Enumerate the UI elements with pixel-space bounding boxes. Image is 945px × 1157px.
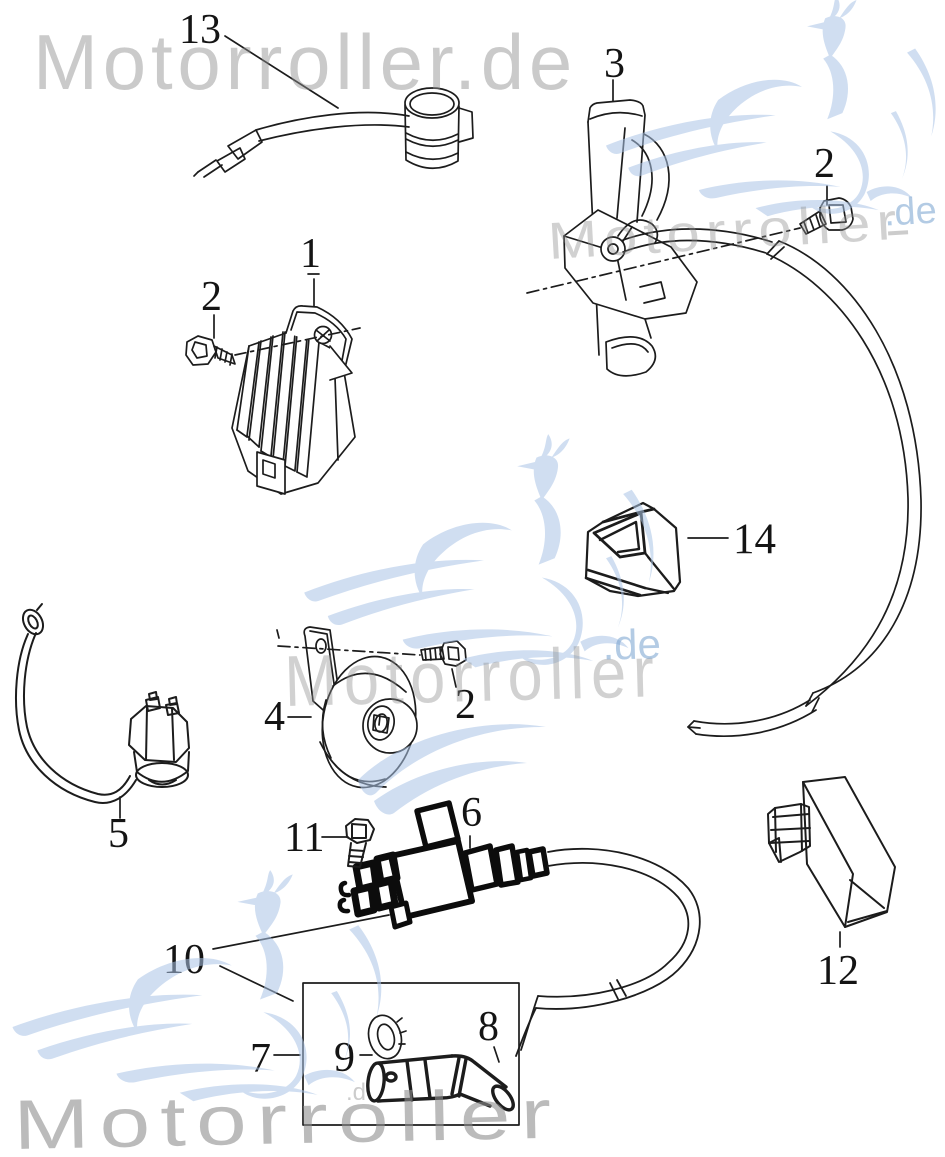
svg-text:Motorroller.de: Motorroller.de	[33, 18, 577, 106]
svg-text:7: 7	[250, 1036, 271, 1082]
svg-text:Motorroller: Motorroller	[546, 191, 904, 270]
svg-text:.d: .d	[346, 1079, 366, 1106]
svg-text:4: 4	[264, 694, 285, 740]
svg-text:12: 12	[817, 948, 859, 994]
svg-text:2: 2	[201, 274, 222, 320]
svg-text:8: 8	[478, 1004, 499, 1050]
svg-text:3: 3	[604, 41, 625, 87]
svg-text:2: 2	[455, 682, 476, 728]
svg-text:1: 1	[300, 231, 321, 277]
svg-text:.de: .de	[602, 620, 662, 669]
svg-text:2: 2	[814, 141, 835, 187]
svg-text:5: 5	[108, 811, 129, 857]
svg-text:Motorroller: Motorroller	[283, 632, 661, 721]
svg-text:9: 9	[334, 1035, 355, 1081]
svg-text:.de: .de	[883, 190, 938, 235]
svg-text:13: 13	[179, 7, 221, 53]
svg-text:11: 11	[284, 815, 324, 861]
svg-text:14: 14	[733, 516, 776, 563]
svg-text:6: 6	[461, 790, 482, 836]
svg-text:Motorroller: Motorroller	[13, 1075, 562, 1157]
